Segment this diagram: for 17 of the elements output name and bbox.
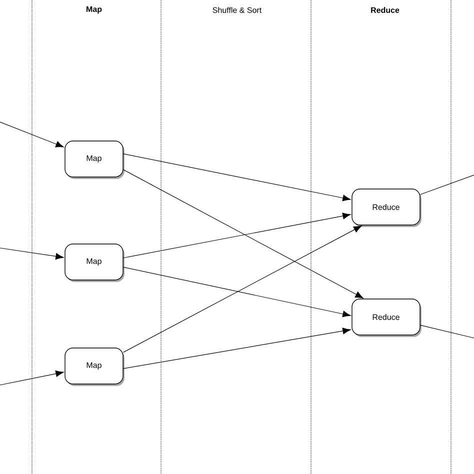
- arrow: [123, 154, 351, 202]
- arrow: [0, 122, 64, 148]
- map-box: Map: [64, 140, 124, 179]
- arrow: [123, 169, 364, 298]
- map-box: Map: [64, 244, 124, 282]
- column-heading: Map: [86, 6, 102, 14]
- arrow: [123, 266, 351, 318]
- arrow: [123, 328, 351, 369]
- column-heading: Reduce: [371, 7, 400, 13]
- arrow: [0, 248, 64, 260]
- arrow: [0, 370, 64, 386]
- reduce-box: Reduce: [352, 298, 422, 337]
- reduce-box: Reduce: [352, 188, 422, 227]
- map-box: Map: [64, 348, 124, 386]
- arrow: [123, 212, 351, 258]
- column-heading: Shuffle & Sort: [212, 7, 262, 13]
- arrow: [123, 226, 362, 353]
